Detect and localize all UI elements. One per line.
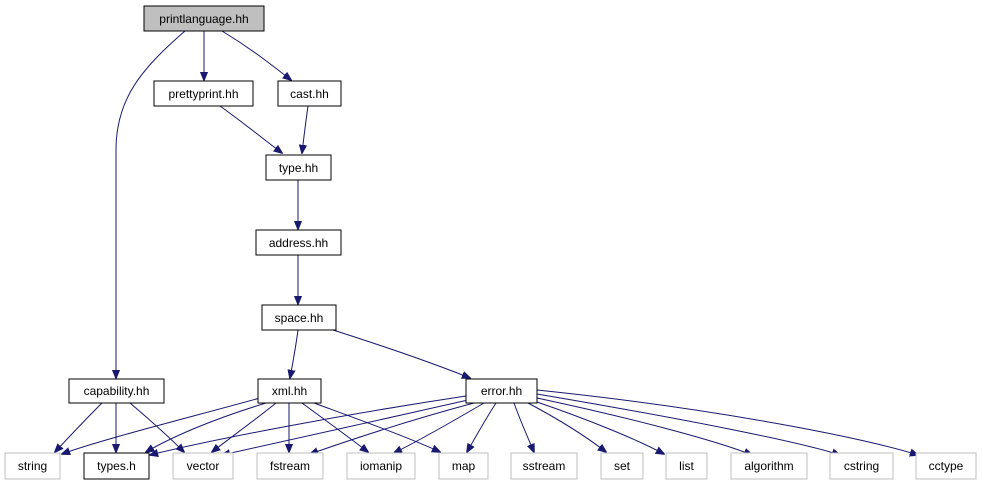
- edge-xml-map: [313, 402, 440, 452]
- node-printlanguage[interactable]: printlanguage.hh: [143, 5, 265, 32]
- node-label: vector: [187, 459, 220, 473]
- edge-error-types: [150, 395, 467, 455]
- node-label: fstream: [270, 459, 310, 473]
- node-string[interactable]: string: [4, 452, 61, 480]
- edge-printlanguage-capability: [116, 30, 186, 378]
- node-fstream[interactable]: fstream: [256, 452, 324, 480]
- edge-error-algorithm: [536, 397, 752, 455]
- node-label: address.hh: [269, 236, 328, 250]
- node-space[interactable]: space.hh: [261, 304, 337, 331]
- node-label: printlanguage.hh: [159, 12, 248, 26]
- node-label: cast.hh: [290, 87, 329, 101]
- node-prettyprint[interactable]: prettyprint.hh: [153, 80, 254, 107]
- node-algorithm[interactable]: algorithm: [730, 452, 808, 480]
- edge-space-error: [332, 329, 470, 378]
- node-address[interactable]: address.hh: [255, 229, 342, 256]
- node-label: cctype: [929, 459, 964, 473]
- edge-error-cstring: [536, 393, 840, 455]
- edges: [55, 30, 918, 455]
- node-label: list: [679, 459, 694, 473]
- node-iomanip[interactable]: iomanip: [346, 452, 416, 480]
- node-label: error.hh: [481, 384, 522, 398]
- node-xml[interactable]: xml.hh: [257, 378, 322, 404]
- node-label: space.hh: [275, 311, 324, 325]
- node-label: algorithm: [744, 459, 793, 473]
- node-label: xml.hh: [272, 384, 307, 398]
- edge-xml-vector: [212, 402, 277, 452]
- node-capability[interactable]: capability.hh: [68, 378, 165, 404]
- edge-cast-type: [302, 105, 309, 153]
- node-label: set: [614, 459, 631, 473]
- edge-xml-iomanip: [301, 402, 368, 452]
- edge-error-sstream: [513, 402, 534, 452]
- edge-xml-types: [146, 402, 267, 452]
- node-label: type.hh: [279, 161, 318, 175]
- nodes: printlanguage.hh prettyprint.hh cast.hh …: [4, 5, 977, 480]
- node-set[interactable]: set: [600, 452, 644, 480]
- node-label: cstring: [844, 459, 879, 473]
- edge-capability-vector: [129, 402, 184, 452]
- edge-error-vector: [222, 399, 469, 455]
- node-list[interactable]: list: [665, 452, 708, 480]
- edge-error-set: [527, 402, 606, 452]
- node-label: iomanip: [360, 459, 402, 473]
- node-cast[interactable]: cast.hh: [277, 80, 342, 107]
- edge-error-map: [467, 402, 497, 452]
- edge-xml-string: [62, 397, 261, 454]
- edge-error-list: [533, 400, 664, 454]
- edge-space-xml: [290, 329, 299, 378]
- node-map[interactable]: map: [438, 452, 489, 480]
- node-cctype[interactable]: cctype: [915, 452, 977, 480]
- edge-error-fstream: [310, 402, 475, 454]
- edge-error-cctype: [536, 389, 918, 455]
- edge-printlanguage-cast: [221, 30, 291, 80]
- node-label: string: [18, 459, 47, 473]
- node-types[interactable]: types.h: [83, 452, 150, 480]
- node-label: sstream: [523, 459, 566, 473]
- edge-prettyprint-type: [219, 105, 282, 153]
- node-sstream[interactable]: sstream: [510, 452, 578, 480]
- node-cstring[interactable]: cstring: [829, 452, 894, 480]
- node-error[interactable]: error.hh: [465, 378, 538, 404]
- node-label: prettyprint.hh: [168, 87, 238, 101]
- node-label: map: [452, 459, 476, 473]
- node-label: types.h: [97, 459, 136, 473]
- node-type[interactable]: type.hh: [265, 154, 332, 181]
- edge-error-iomanip: [394, 402, 485, 453]
- edge-capability-string: [55, 402, 103, 452]
- node-vector[interactable]: vector: [172, 452, 234, 480]
- node-label: capability.hh: [84, 384, 150, 398]
